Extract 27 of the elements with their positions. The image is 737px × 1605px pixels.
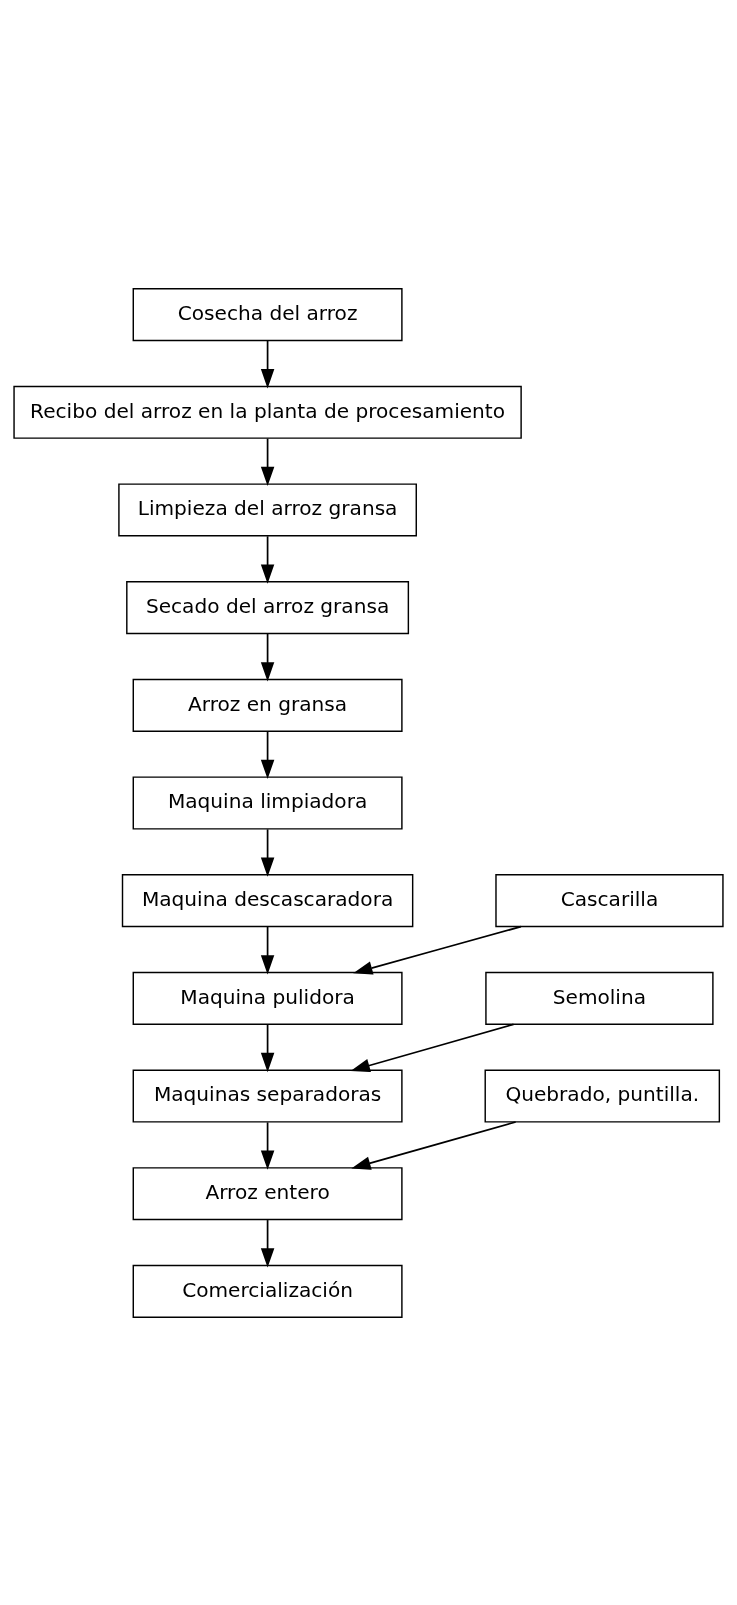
node-box: Quebrado, puntilla. xyxy=(484,1068,721,1123)
node-box: Comercialización xyxy=(132,1264,403,1318)
node-box: Cascarilla xyxy=(495,873,724,927)
node-box: Arroz entero xyxy=(132,1166,403,1220)
node-box: Semolina xyxy=(485,971,714,1025)
node-box: Arroz en gransa xyxy=(132,678,403,732)
arrow xyxy=(351,1120,517,1170)
node-box: Cosecha del arroz xyxy=(132,287,403,341)
arrow xyxy=(260,925,275,974)
arrow xyxy=(260,437,275,486)
arrow xyxy=(260,534,275,584)
arrow xyxy=(260,730,275,779)
node-box: Maquinas separadoras xyxy=(132,1068,403,1123)
node-box: Limpieza del arroz gransa xyxy=(118,482,417,537)
node-box: Secado del arroz gransa xyxy=(126,580,410,634)
arrow xyxy=(353,925,522,975)
node-box: Maquina pulidora xyxy=(132,971,403,1025)
arrow xyxy=(260,1121,275,1170)
arrow xyxy=(260,339,275,388)
arrow xyxy=(350,1022,515,1072)
arrow xyxy=(260,1023,275,1072)
arrow xyxy=(260,828,275,877)
arrow xyxy=(260,632,275,681)
node-box: Recibo del arroz en la planta de procesamiento xyxy=(13,385,522,439)
node-box: Maquina descascaradora xyxy=(121,873,414,927)
arrow xyxy=(260,1218,275,1267)
node-box: Maquina limpiadora xyxy=(132,775,403,830)
